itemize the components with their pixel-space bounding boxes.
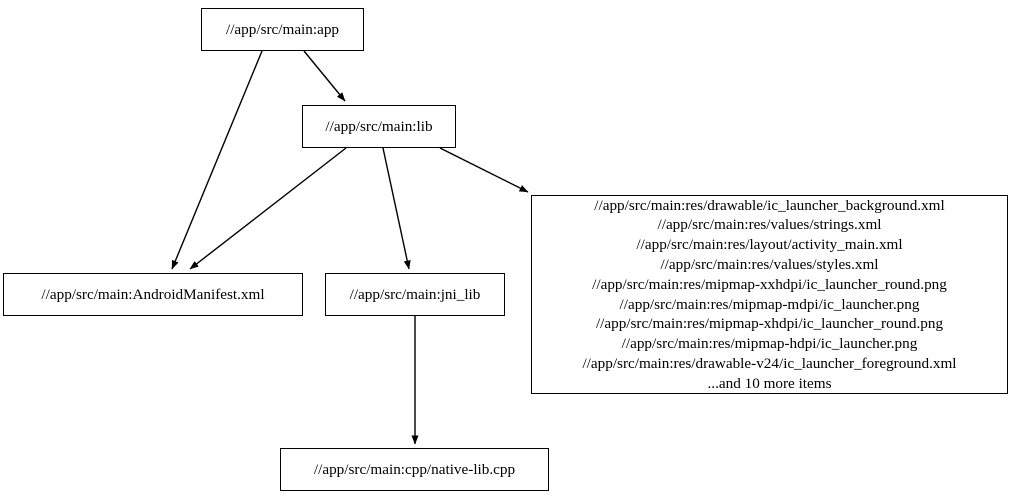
- graph-node-res-group-label: //app/src/main:res/drawable/ic_launcher_…: [582, 196, 957, 392]
- edge-app-to-manifest: [171, 50, 263, 270]
- edge-lib-to-res: [439, 147, 529, 193]
- graph-node-app-label: //app/src/main:app: [225, 20, 340, 38]
- graph-node-jni-lib-label: //app/src/main:jni_lib: [349, 285, 481, 303]
- graph-node-jni-lib[interactable]: //app/src/main:jni_lib: [325, 273, 505, 316]
- graph-node-app[interactable]: //app/src/main:app: [201, 8, 364, 51]
- graph-node-native-lib-cpp[interactable]: //app/src/main:cpp/native-lib.cpp: [280, 448, 549, 491]
- graph-node-androidmanifest-xml[interactable]: //app/src/main:AndroidManifest.xml: [3, 273, 303, 316]
- graph-node-res-group[interactable]: //app/src/main:res/drawable/ic_launcher_…: [531, 195, 1008, 394]
- edge-lib-to-manifest: [189, 147, 347, 270]
- graph-node-lib-label: //app/src/main:lib: [325, 117, 433, 135]
- edge-lib-to-jni-lib: [382, 147, 411, 270]
- graph-node-native-lib-cpp-label: //app/src/main:cpp/native-lib.cpp: [313, 460, 516, 478]
- edge-app-to-lib: [303, 50, 346, 102]
- graph-node-lib[interactable]: //app/src/main:lib: [302, 105, 456, 148]
- graph-node-androidmanifest-xml-label: //app/src/main:AndroidManifest.xml: [41, 285, 265, 303]
